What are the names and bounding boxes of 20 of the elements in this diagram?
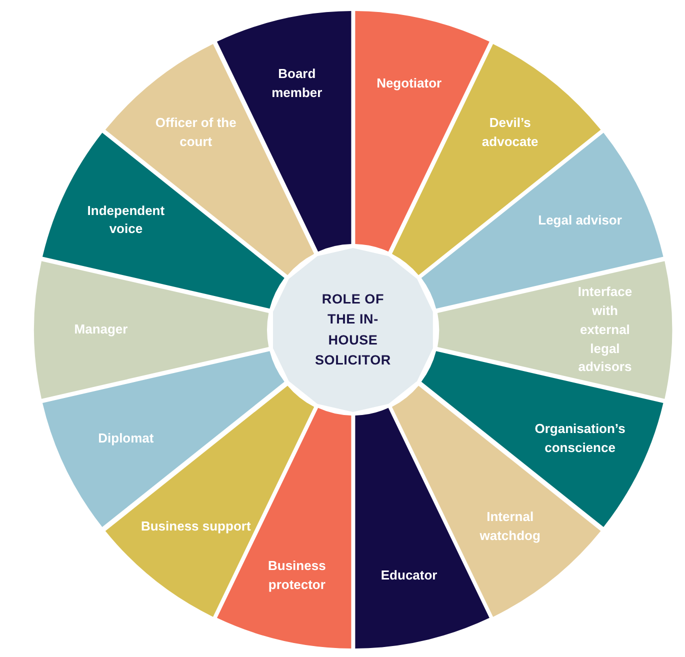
role-label: Negotiator (376, 74, 442, 93)
wheel-segment (42, 131, 286, 311)
role-label: Officer of the court (154, 114, 238, 151)
role-label: Internal watchdog (478, 508, 542, 545)
wheel-segment (214, 11, 353, 253)
wheel-segment (436, 259, 672, 401)
role-label: Independent voice (86, 202, 166, 239)
role-label: Legal advisor (538, 211, 622, 230)
role-label: Interface with external legal advisors (576, 282, 634, 376)
role-label: Organisation’s conscience (534, 420, 626, 458)
role-label: Educator (380, 566, 438, 584)
role-label: Diplomat (98, 430, 154, 448)
role-label: Board member (270, 65, 324, 102)
center-title: ROLE OF THE IN-HOUSE SOLICITOR (314, 290, 392, 370)
center-polygon (273, 248, 433, 412)
role-label: Business support (140, 518, 251, 536)
role-label: Devil’s advocate (480, 114, 540, 151)
wheel-segment (34, 259, 270, 401)
role-label: Manager (74, 320, 128, 339)
role-label: Business protector (268, 556, 326, 594)
